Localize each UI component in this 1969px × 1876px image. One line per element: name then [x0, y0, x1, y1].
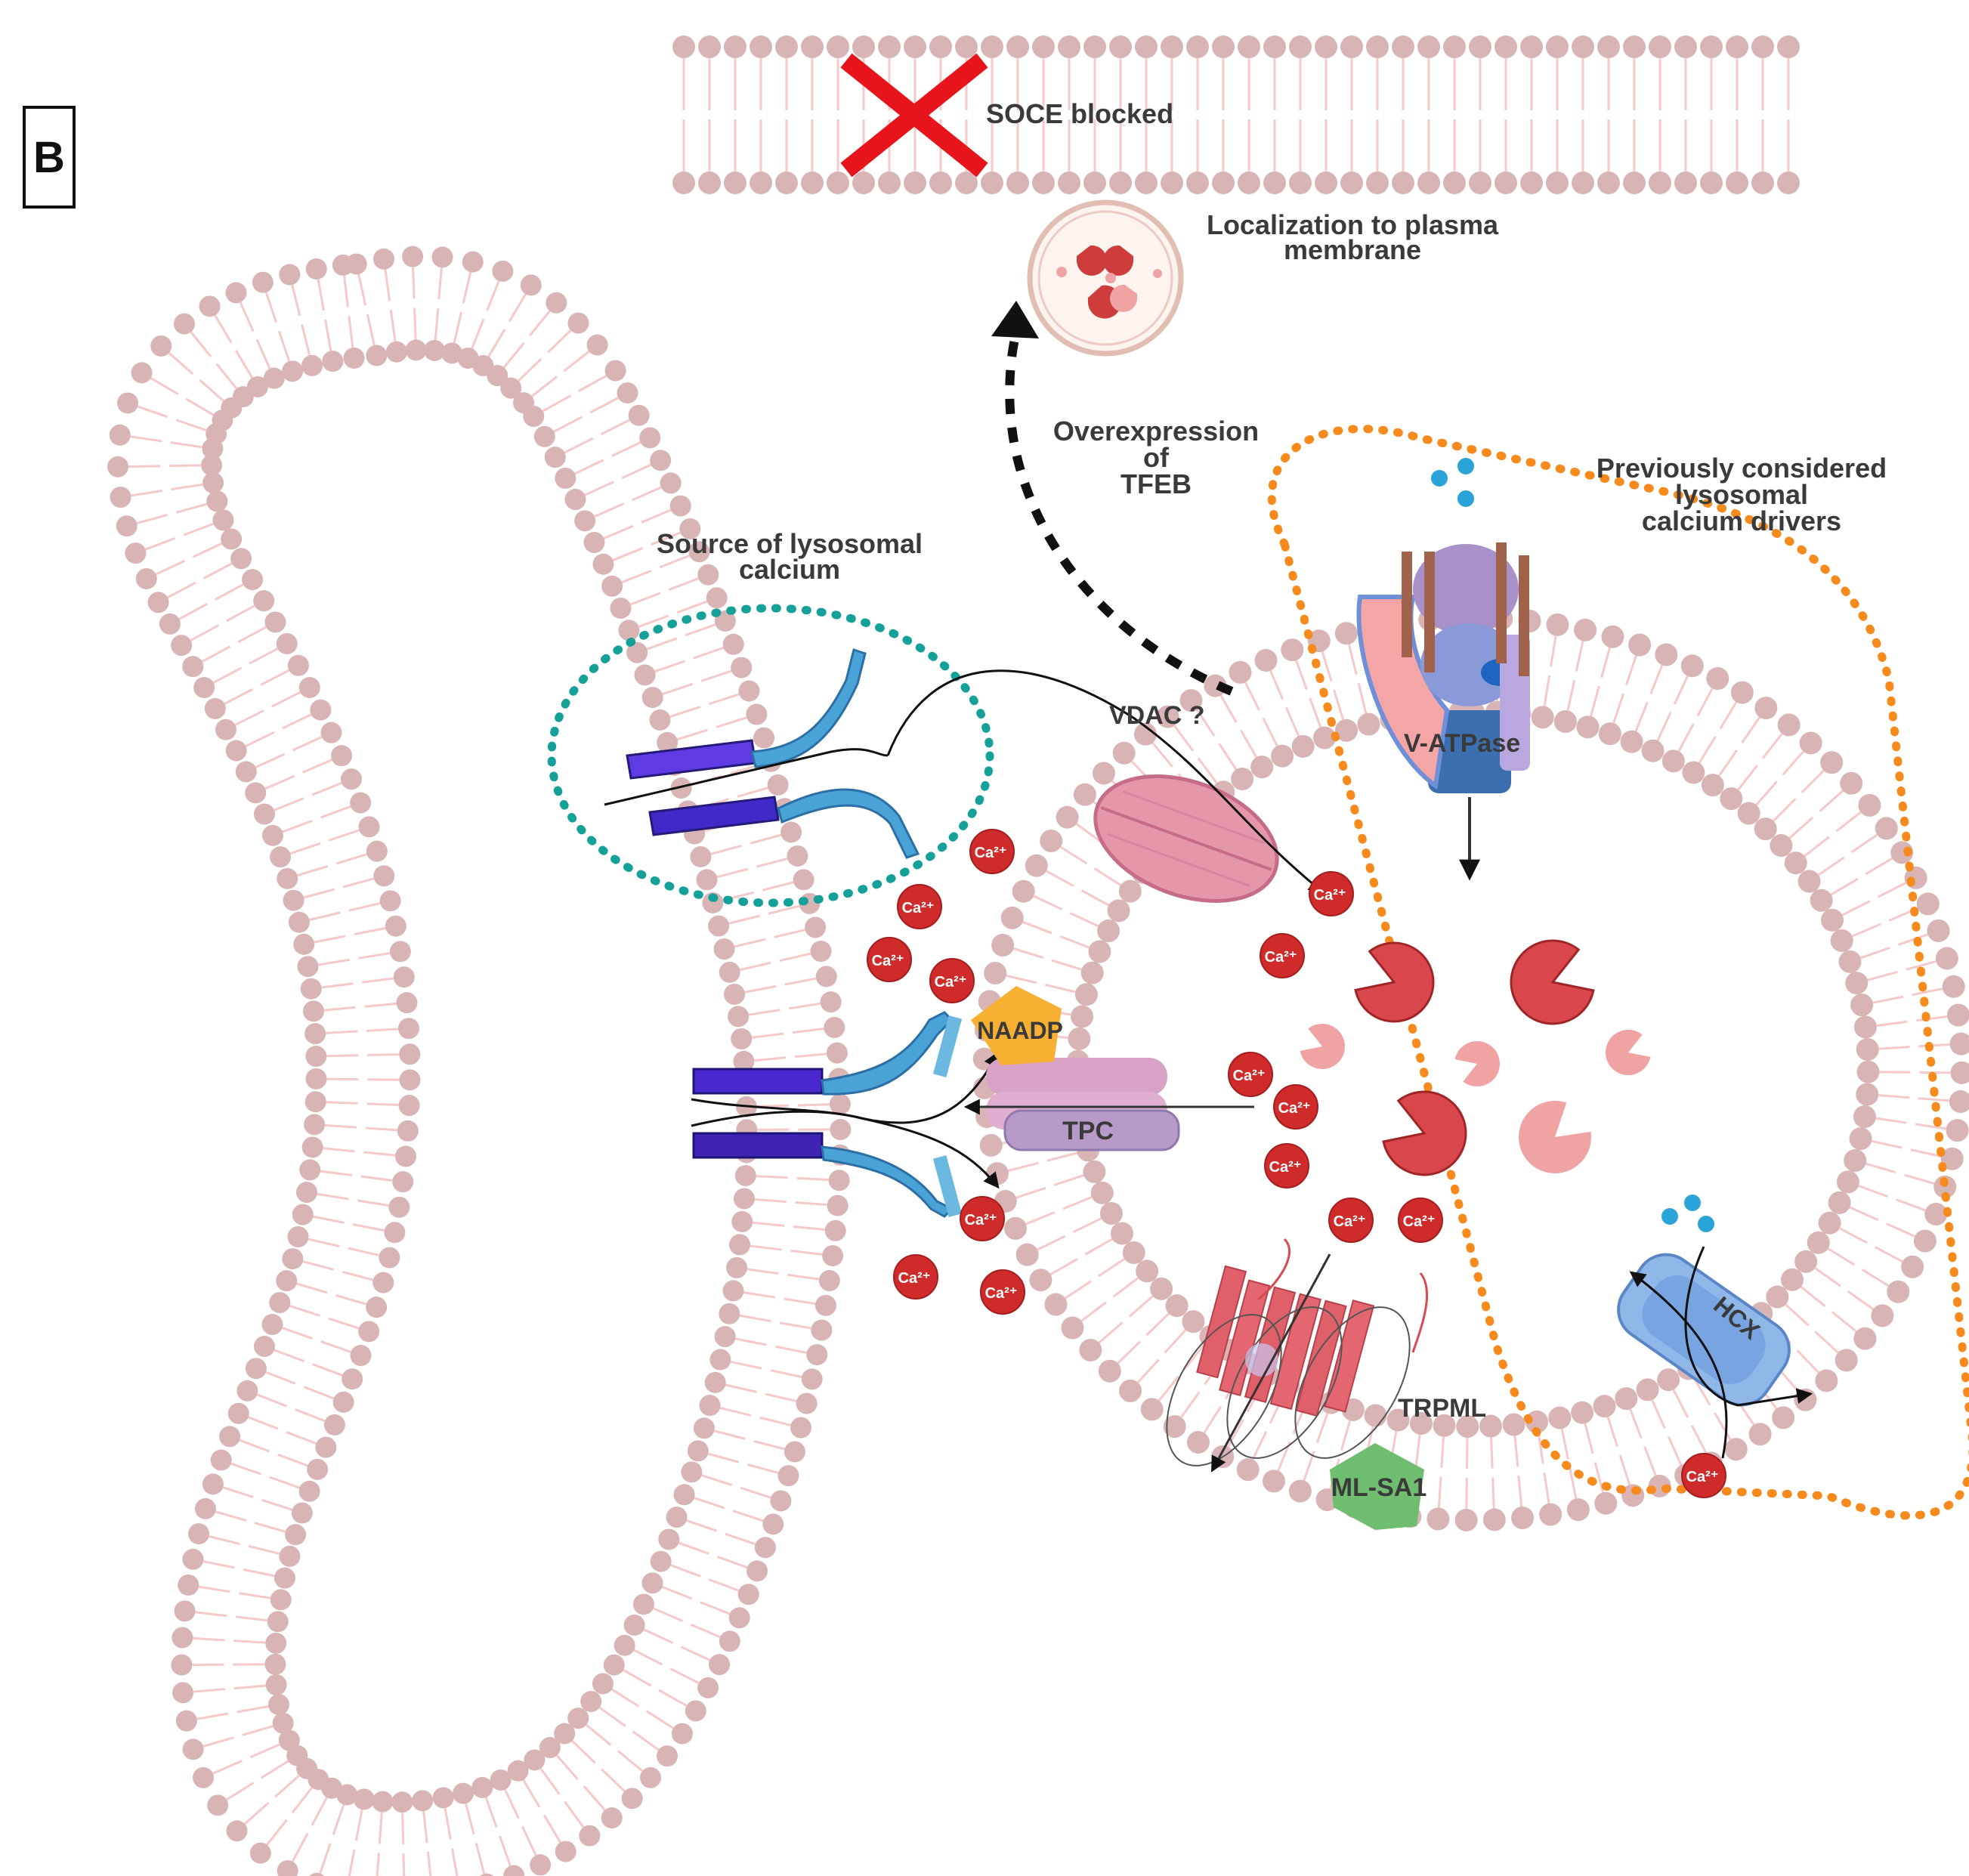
er-to-lysosome-arrow — [886, 669, 1325, 894]
enzyme-icon — [1354, 941, 1435, 1023]
soce-label: SOCE blocked — [986, 98, 1173, 129]
ip3-receptor-upper — [604, 648, 920, 859]
svg-text:Ca²⁺: Ca²⁺ — [975, 845, 1007, 861]
source-highlight-outline — [547, 604, 994, 907]
enzyme-icon — [1454, 1041, 1500, 1086]
calcium-ion-icon: Ca²⁺ — [929, 958, 975, 1003]
lysosomal-enzymes — [1300, 939, 1651, 1176]
svg-text:Ca²⁺: Ca²⁺ — [985, 1285, 1018, 1302]
trpml-channel — [1166, 1238, 1428, 1473]
tpc-channel — [963, 1058, 1254, 1151]
svg-text:Ca²⁺: Ca²⁺ — [1233, 1068, 1266, 1084]
overexpression-label-line3: TFEB — [1121, 468, 1192, 499]
vatpase-label: V-ATPase — [1404, 729, 1520, 758]
calcium-ion-icon: Ca²⁺ — [960, 1196, 1005, 1241]
svg-text:Ca²⁺: Ca²⁺ — [902, 900, 935, 916]
svg-text:Ca²⁺: Ca²⁺ — [898, 1270, 931, 1287]
calcium-ion-icon: Ca²⁺ — [1273, 1084, 1318, 1130]
previously-label-line3: calcium drivers — [1642, 505, 1841, 536]
enzyme-icon — [1606, 1030, 1651, 1075]
localization-label-line1: Localization to plasma — [1207, 209, 1499, 240]
previously-label-line2: lysosomal — [1675, 479, 1808, 510]
svg-text:Ca²⁺: Ca²⁺ — [1278, 1100, 1311, 1117]
v-atpase — [1356, 458, 1530, 881]
svg-text:Ca²⁺: Ca²⁺ — [1265, 949, 1297, 966]
calcium-ions: Ca²⁺ Ca²⁺ Ca²⁺ Ca²⁺ Ca²⁺ Ca²⁺ Ca²⁺ Ca²⁺ Ca²⁺ Ca²⁺… — [867, 829, 1726, 1498]
tfeb-arrow-head — [991, 301, 1039, 338]
svg-text:Ca²⁺: Ca²⁺ — [1269, 1159, 1302, 1176]
enzyme-icon — [1519, 1101, 1591, 1173]
calcium-ion-icon: Ca²⁺ — [1228, 1052, 1273, 1097]
calcium-ion-icon: Ca²⁺ — [1398, 1198, 1443, 1243]
mlsa1-label: ML-SA1 — [1331, 1473, 1427, 1502]
svg-text:Ca²⁺: Ca²⁺ — [1403, 1213, 1436, 1230]
endoplasmic-reticulum-membrane — [107, 246, 852, 1876]
svg-text:Ca²⁺: Ca²⁺ — [1334, 1213, 1366, 1230]
plasma-membrane — [672, 36, 1800, 194]
enzyme-icon — [1300, 1024, 1345, 1069]
source-label-line2: calcium — [739, 554, 840, 585]
ml-sa1-molecule — [1330, 1443, 1424, 1530]
svg-text:Ca²⁺: Ca²⁺ — [935, 974, 967, 991]
vdac-label: VDAC ? — [1109, 701, 1205, 730]
enzyme-icon — [1510, 939, 1595, 1025]
soce-blocked-icon — [840, 53, 988, 178]
calcium-ion-icon: Ca²⁺ — [867, 937, 912, 982]
calcium-ion-icon: Ca²⁺ — [893, 1254, 938, 1300]
vesicle — [1027, 199, 1184, 357]
tfeb-arrow — [1005, 331, 1234, 696]
calcium-ion-icon: Ca²⁺ — [1309, 871, 1354, 916]
naadp-label: NAADP — [977, 1017, 1063, 1044]
enzyme-icon — [1382, 1090, 1467, 1176]
calcium-ion-icon: Ca²⁺ — [969, 829, 1015, 874]
naadp-molecule — [971, 986, 1062, 1065]
previously-label-line1: Previously considered — [1597, 453, 1887, 484]
svg-text:Ca²⁺: Ca²⁺ — [1686, 1469, 1719, 1485]
hcx-exchanger — [1617, 1195, 1813, 1459]
calcium-ion-icon: Ca²⁺ — [1681, 1453, 1726, 1498]
calcium-ion-icon: Ca²⁺ — [1328, 1198, 1374, 1243]
previous-drivers-outline — [1267, 425, 1969, 1520]
localization-label-line2: membrane — [1284, 234, 1421, 265]
ip3-receptor-lower — [691, 1011, 1000, 1218]
svg-text:Ca²⁺: Ca²⁺ — [1314, 887, 1346, 904]
vdac-channel — [1093, 774, 1279, 903]
calcium-ion-icon: Ca²⁺ — [897, 884, 942, 929]
calcium-ion-icon: Ca²⁺ — [1260, 933, 1305, 978]
panel-label: B — [23, 106, 76, 209]
svg-text:Ca²⁺: Ca²⁺ — [872, 953, 904, 969]
trpml-label: TRPML — [1398, 1394, 1486, 1423]
calcium-ion-icon: Ca²⁺ — [1264, 1143, 1309, 1188]
calcium-ion-icon: Ca²⁺ — [980, 1269, 1025, 1315]
tpc-label: TPC — [1062, 1117, 1114, 1145]
overexpression-label-line2: of — [1143, 442, 1170, 473]
svg-text:Ca²⁺: Ca²⁺ — [965, 1212, 997, 1229]
source-label-line1: Source of lysosomal — [657, 528, 923, 559]
overexpression-label-line1: Overexpression — [1053, 416, 1259, 447]
